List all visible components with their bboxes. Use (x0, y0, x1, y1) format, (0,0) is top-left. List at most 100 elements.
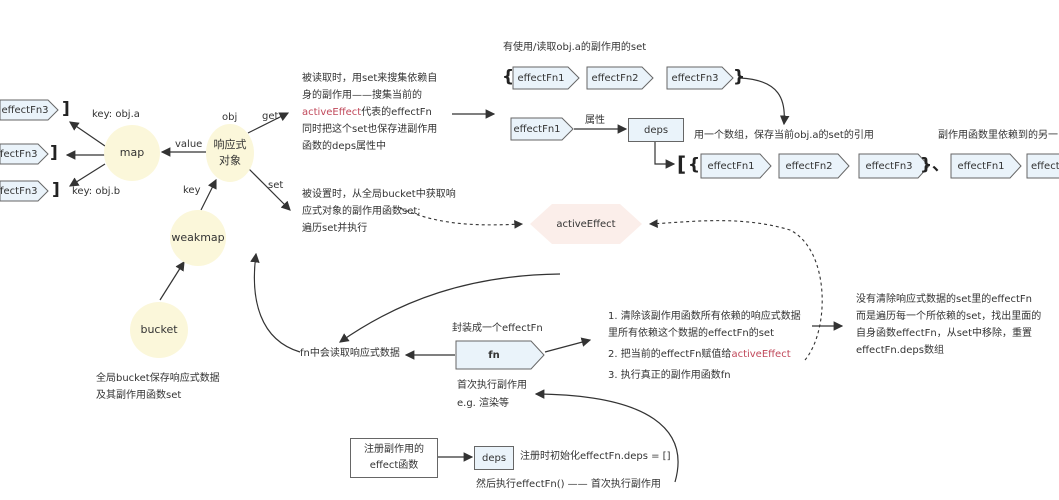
top-open-brace: { (502, 67, 515, 87)
cleanup-line4: effectFn.deps数组 (856, 345, 944, 356)
array-close-brace: }、 (920, 155, 950, 175)
eg-label: e.g. 渲染等 (457, 398, 510, 409)
deps-box: deps (628, 118, 684, 142)
array-tag-2: effectFn2 (778, 153, 850, 179)
step-2-pre: 2. 把当前的effectFn赋值给 (608, 349, 732, 360)
tag-shape-icon (0, 99, 59, 121)
tag-label: effectFn3 (0, 185, 38, 197)
get-desc-line1: 被读取时，用set来搜集依赖自 (302, 73, 438, 84)
weakmap-node: weakmap (170, 210, 226, 266)
array-caption: 用一个数组，保存当前obj.a的set的引用 (694, 130, 874, 141)
cleanup-line2: 而是遍历每一个所依赖的set，找出里面的 (856, 311, 1042, 322)
edge-label-value: value (175, 139, 203, 150)
tag-label: effectFn3 (671, 72, 719, 84)
tag-label: effectFn1 (707, 160, 755, 172)
tag-shape-icon (778, 153, 850, 179)
register-then-label: 然后执行effectFn() —— 首次执行副作用 (476, 479, 661, 490)
tag-shape-icon (1026, 153, 1059, 179)
get-desc-line2: 身的副作用——搜集当前的 (302, 90, 422, 101)
reactive-object-node: 响应式 对象 (206, 124, 254, 182)
key-a-label: key: obj.a (92, 109, 140, 120)
register-deps-box: deps (474, 446, 514, 470)
array-tag-1: effectFn1 (700, 153, 772, 179)
bucket-description: 全局bucket保存响应式数据 及其副作用函数set (96, 370, 220, 404)
top-set-caption: 有使用/读取obj.a的副作用的set (503, 42, 647, 53)
cleanup-line1: 没有清除响应式数据的set里的effectFn (856, 294, 1032, 305)
cleanup-line3: 自身函数effectFn，从set中移除，重置 (856, 328, 1032, 339)
bucket-desc-line2: 及其副作用函数set (96, 390, 182, 401)
fn-label: fn (488, 349, 500, 361)
weakmap-label: weakmap (171, 231, 225, 244)
left-tag-2: effectFn3 (0, 143, 50, 165)
steps: 1. 清除该副作用函数所有依赖的响应式数据 里所有依赖这个数据的effectFn… (608, 308, 801, 384)
register-box-line1: 注册副作用的 (364, 444, 424, 455)
edge-label-get: get (262, 111, 279, 122)
tag-label: effectFn1 (517, 72, 565, 84)
left-tag-1: effectFn3 (0, 99, 60, 121)
set-desc-line1: 被设置时，从全局bucket中获取响 (302, 189, 456, 200)
array-open-brace: { (688, 155, 701, 175)
reactive-label-1: 响应式 (213, 138, 247, 151)
tag-label: effectFn3 (0, 148, 38, 160)
array-caption-2: 副作用函数里依赖到的另一 (938, 130, 1058, 141)
bucket-node: bucket (130, 302, 188, 358)
step-2: 2. 把当前的effectFn赋值给activeEffect (608, 346, 801, 363)
tag-shape-icon (0, 180, 49, 202)
bucket-desc-line1: 全局bucket保存响应式数据 (96, 373, 220, 384)
register-box-line2: effect函数 (369, 460, 419, 471)
first-run-label: 首次执行副作用 (457, 380, 527, 391)
cleanup-description: 没有清除响应式数据的set里的effectFn 而是遍历每一个所依赖的set，找… (856, 291, 1041, 359)
fn-box: fn (455, 340, 545, 370)
get-desc-line3: activeEffect代表的effectFn (302, 104, 437, 121)
top-close-brace: } (733, 67, 746, 87)
tag-shape-icon (586, 66, 654, 90)
edge-label-key: key (183, 185, 201, 196)
tag-shape-icon (700, 153, 772, 179)
map-node: map (104, 125, 160, 181)
tag-label: effectFn3 (865, 160, 913, 172)
tag-shape-icon (510, 117, 574, 141)
register-init-label: 注册时初始化effectFn.deps = [] (520, 451, 671, 462)
fn-wrap-label: 封装成一个effectFn (452, 323, 543, 334)
array-tag-4: effectFn1 (950, 153, 1022, 179)
set-desc-line2: 应式对象的副作用函数set; (302, 206, 421, 217)
bracket-1: ] (62, 99, 70, 119)
active-effect-label: activeEffect (556, 218, 616, 230)
tag-shape-icon (0, 143, 49, 165)
key-b-label: key: obj.b (72, 186, 121, 197)
bracket-2: ] (50, 143, 58, 163)
array-tag-5: effectF (1026, 153, 1059, 179)
step-3: 3. 执行真正的副作用函数fn (608, 370, 731, 381)
top-tag-2: effectFn2 (586, 66, 654, 90)
tag-label: effectFn2 (591, 72, 639, 84)
reactive-label-2: 对象 (219, 154, 241, 167)
fn-read-label: fn中会读取响应式数据 (300, 348, 400, 359)
edge-label-obj: obj (222, 112, 238, 123)
active-effect-node: activeEffect (530, 204, 642, 244)
step-1a: 1. 清除该副作用函数所有依赖的响应式数据 (608, 311, 801, 322)
array-open-bracket: [ (677, 152, 687, 176)
attr-label: 属性 (585, 115, 605, 126)
get-description: 被读取时，用set来搜集依赖自 身的副作用——搜集当前的 activeEffec… (302, 70, 437, 155)
tag-label: effectFn2 (785, 160, 833, 172)
map-label: map (119, 146, 145, 159)
left-tag-3: effectFn3 (0, 180, 50, 202)
bucket-label: bucket (140, 323, 178, 336)
tag-shape-icon (858, 153, 930, 179)
bracket-3: ] (52, 180, 60, 200)
tag-shape-icon (666, 66, 734, 90)
tag-shape-icon (512, 66, 580, 90)
register-effect-box: 注册副作用的 effect函数 (350, 438, 438, 478)
get-desc-line3-rest: 代表的effectFn (361, 107, 432, 118)
step-1b: 里所有依赖这个数据的effectFn的set (608, 328, 774, 339)
tag-label: effectFn3 (1, 104, 49, 116)
step-2-highlight: activeEffect (731, 349, 791, 360)
active-effect-highlight: activeEffect (302, 107, 362, 118)
set-desc-line3: 遍历set并执行 (302, 223, 368, 234)
get-desc-line5: 函数的deps属性中 (302, 141, 387, 152)
set-description: 被设置时，从全局bucket中获取响 应式对象的副作用函数set; 遍历set并… (302, 186, 456, 237)
array-tag-3: effectFn3 (858, 153, 930, 179)
edge-label-set: set (268, 180, 284, 191)
get-desc-line4: 同时把这个set也保存进副作用 (302, 124, 438, 135)
